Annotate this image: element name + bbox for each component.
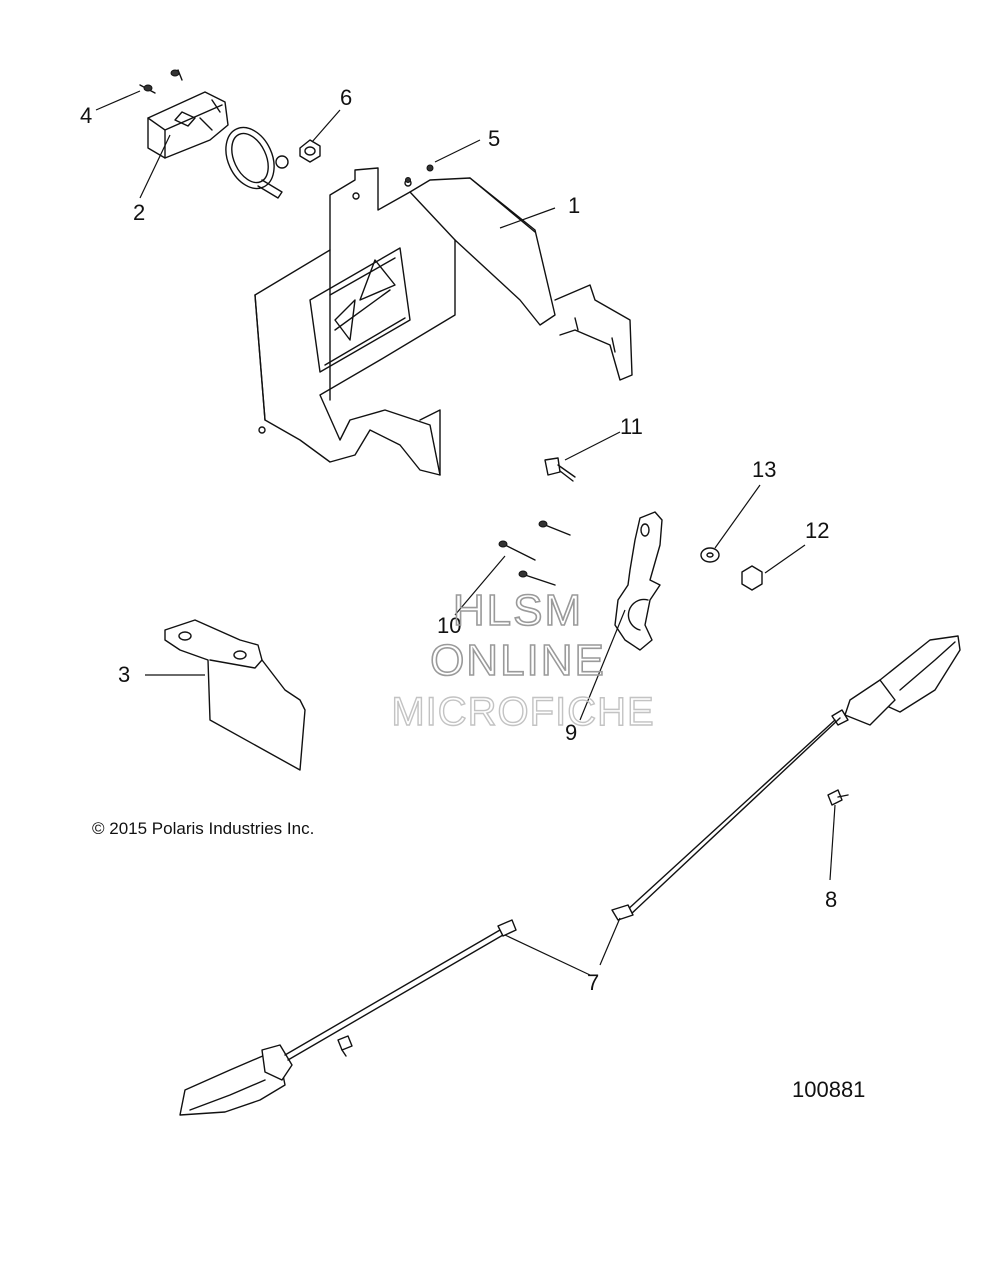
screw-part-8 [337, 789, 849, 1057]
watermark-line-2: ONLINE [430, 636, 606, 685]
figure-number: 100881 [792, 1077, 865, 1102]
screw-part-4 [139, 69, 183, 94]
callout-7: 7 [587, 970, 599, 995]
mounting-bracket-part-1 [254, 167, 633, 476]
callout-10: 10 [437, 613, 461, 638]
callout-11: 11 [620, 414, 643, 439]
turn-signal-left-part-7 [179, 919, 517, 1116]
bolt-part-10 [498, 520, 571, 586]
watermark-line-1: HLSM [453, 586, 583, 635]
plate-part-3 [164, 619, 306, 771]
callout-4: 4 [80, 103, 92, 128]
callout-numbers: 1 2 3 4 5 6 7 8 9 10 11 12 13 [80, 85, 837, 995]
leader-lines [95, 90, 836, 976]
callout-6: 6 [340, 85, 352, 110]
washer-part-13 [700, 547, 720, 563]
bolt-part-11 [544, 457, 576, 482]
nut-part-5 [405, 164, 434, 183]
watermark-line-3: MICROFICHE [391, 690, 654, 734]
clamp-bracket-part-9 [614, 511, 663, 651]
turn-signal-right-part-7 [611, 635, 961, 921]
callout-12: 12 [805, 518, 829, 543]
callout-2: 2 [133, 200, 145, 225]
watermark: HLSM ONLINE MICROFICHE [391, 585, 655, 735]
nut-part-6 [299, 139, 321, 163]
callout-3: 3 [118, 662, 130, 687]
callout-13: 13 [752, 457, 776, 482]
callout-5: 5 [488, 126, 500, 151]
switch-housing-part-2 [147, 91, 289, 199]
copyright-notice: © 2015 Polaris Industries Inc. [92, 819, 314, 838]
nut-part-12 [741, 565, 763, 591]
callout-8: 8 [825, 887, 837, 912]
callout-1: 1 [568, 193, 580, 218]
callout-9: 9 [565, 720, 577, 745]
